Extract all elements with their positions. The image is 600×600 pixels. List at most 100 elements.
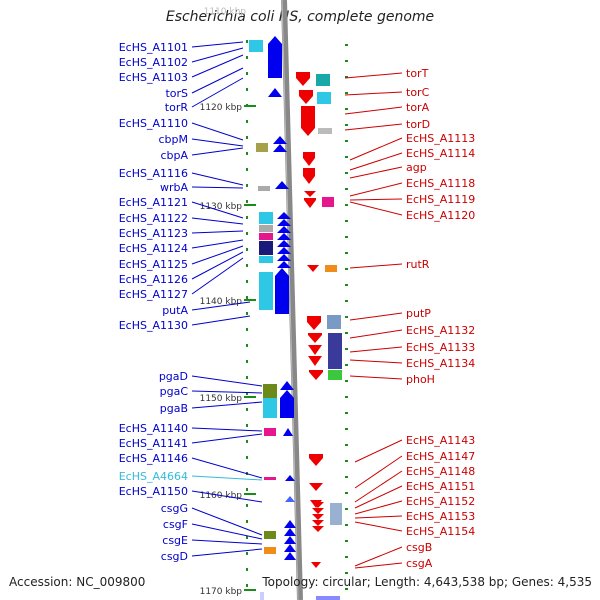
right-gene-label: EcHS_A1132 bbox=[406, 324, 475, 337]
reverse-gene-arrow bbox=[309, 483, 323, 491]
guide-dash bbox=[246, 520, 248, 523]
gene-feature bbox=[259, 233, 273, 240]
left-label-connector bbox=[191, 401, 263, 409]
right-gene-label: EcHS_A1153 bbox=[406, 510, 475, 523]
guide-dash bbox=[246, 408, 248, 411]
forward-gene-arrow bbox=[285, 475, 295, 481]
right-gene-label: EcHS_A1152 bbox=[406, 495, 475, 508]
reverse-gene-arrow bbox=[304, 191, 316, 197]
left-gene-label: EcHS_A1127 bbox=[119, 288, 188, 301]
reverse-gene-block bbox=[304, 198, 316, 208]
reverse-gene-arrow bbox=[312, 514, 324, 520]
gene-feature bbox=[328, 370, 342, 380]
left-label-connector bbox=[191, 67, 244, 94]
forward-gene-arrow bbox=[275, 181, 289, 189]
guide-dash bbox=[345, 540, 348, 542]
ruler-tick-label-faint: 1110 kbp bbox=[204, 7, 247, 17]
guide-dash bbox=[345, 44, 348, 46]
right-label-connector bbox=[354, 562, 403, 569]
left-label-connector bbox=[191, 548, 263, 557]
guide-dash bbox=[345, 476, 348, 478]
left-label-connector bbox=[191, 539, 263, 545]
left-label-connector bbox=[191, 47, 244, 63]
guide-dash bbox=[345, 108, 348, 110]
guide-dash bbox=[345, 124, 348, 126]
guide-dash bbox=[345, 172, 348, 174]
right-label-connector bbox=[354, 500, 403, 515]
guide-dash bbox=[345, 348, 348, 350]
genome-title: Escherichia coli HS, complete genome bbox=[165, 9, 435, 25]
guide-dash bbox=[246, 168, 248, 171]
guide-dash bbox=[246, 72, 248, 75]
right-gene-label: EcHS_A1133 bbox=[406, 341, 475, 354]
forward-gene-arrow bbox=[277, 212, 291, 219]
gene-feature bbox=[327, 315, 341, 329]
guide-dash bbox=[246, 424, 248, 427]
reverse-gene-block bbox=[309, 370, 323, 380]
guide-dash bbox=[246, 216, 248, 219]
right-gene-label: EcHS_A1114 bbox=[406, 147, 475, 160]
guide-dash bbox=[246, 40, 248, 43]
right-gene-label: torT bbox=[406, 67, 429, 80]
right-label-connector bbox=[344, 72, 403, 79]
gene-feature bbox=[264, 477, 276, 480]
right-gene-label: torD bbox=[406, 118, 430, 131]
left-label-connector bbox=[191, 138, 244, 147]
ruler-tick-label: 1140 kbp bbox=[200, 297, 243, 307]
left-label-connector bbox=[191, 54, 244, 78]
left-gene-label: csgF bbox=[163, 518, 188, 531]
guide-dash bbox=[246, 568, 248, 571]
right-gene-label: EcHS_A1148 bbox=[406, 465, 475, 478]
guide-dash bbox=[345, 380, 348, 382]
left-gene-label: EcHS_A1130 bbox=[119, 319, 188, 332]
right-label-connector bbox=[349, 329, 403, 339]
right-label-connector bbox=[349, 201, 403, 216]
left-gene-label: EcHS_A1121 bbox=[119, 196, 188, 209]
right-gene-label: EcHS_A1119 bbox=[406, 193, 475, 206]
forward-gene-arrow bbox=[277, 219, 291, 226]
left-label-connector bbox=[191, 172, 244, 186]
guide-dash bbox=[345, 492, 348, 494]
guide-dash bbox=[345, 444, 348, 446]
guide-dash bbox=[345, 188, 348, 190]
left-label-connector bbox=[191, 433, 263, 444]
reverse-gene-arrow bbox=[308, 345, 322, 355]
genome-backbone bbox=[281, 0, 303, 600]
reverse-gene-block bbox=[307, 316, 321, 330]
guide-dash bbox=[246, 584, 248, 587]
ruler-tick-label: 1150 kbp bbox=[200, 394, 243, 404]
forward-gene-arrow bbox=[273, 136, 287, 144]
guide-dash bbox=[345, 140, 348, 142]
reverse-gene-block bbox=[301, 106, 315, 136]
guide-dash bbox=[345, 396, 348, 398]
genome-backbone-edge bbox=[281, 0, 299, 600]
right-gene-label: EcHS_A1118 bbox=[406, 177, 475, 190]
left-label-connector bbox=[191, 315, 251, 326]
left-gene-label: EcHS_A1150 bbox=[119, 485, 188, 498]
left-label-connector bbox=[191, 217, 244, 225]
gene-feature bbox=[322, 197, 334, 207]
reverse-gene-block bbox=[309, 454, 323, 466]
guide-dash bbox=[345, 284, 348, 286]
left-gene-label: EcHS_A1103 bbox=[119, 71, 188, 84]
left-gene-label: pgaB bbox=[160, 402, 188, 415]
guide-dash bbox=[345, 204, 348, 206]
guide-dash bbox=[345, 300, 348, 302]
left-gene-label: EcHS_A1110 bbox=[119, 117, 188, 130]
right-label-connector bbox=[344, 123, 403, 131]
guide-dash bbox=[246, 88, 248, 91]
right-gene-label: EcHS_A1113 bbox=[406, 132, 475, 145]
left-gene-label: EcHS_A1101 bbox=[119, 41, 188, 54]
right-gene-label: putP bbox=[406, 307, 431, 320]
forward-gene-arrow bbox=[285, 496, 295, 502]
right-label-connector bbox=[349, 198, 403, 201]
left-gene-label: EcHS_A1141 bbox=[119, 437, 188, 450]
left-label-connector bbox=[191, 507, 263, 536]
right-label-connector bbox=[349, 375, 403, 380]
reverse-gene-arrow bbox=[312, 508, 324, 514]
left-gene-label: torS bbox=[165, 87, 188, 100]
right-label-connector bbox=[349, 263, 403, 269]
guide-dash bbox=[345, 252, 348, 254]
guide-dash bbox=[246, 392, 248, 395]
guide-dash bbox=[345, 524, 348, 526]
